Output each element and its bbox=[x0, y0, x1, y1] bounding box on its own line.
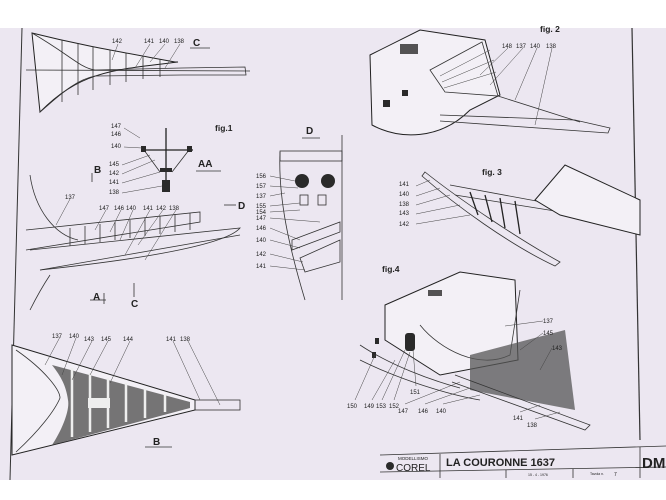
plan-code: DM bbox=[642, 455, 665, 472]
fig3-label-140: 140 bbox=[399, 192, 410, 198]
view-b-title: B bbox=[153, 437, 160, 448]
marker-d: D bbox=[238, 201, 245, 212]
fig4-label-138: 138 bbox=[527, 423, 538, 429]
fig3-drawing bbox=[415, 164, 641, 267]
view-c-label-142: 142 bbox=[112, 39, 123, 45]
sheet-number: 7 bbox=[614, 472, 617, 478]
side-view-drawing bbox=[25, 173, 241, 311]
view-d-title: D bbox=[306, 126, 313, 137]
fig4-label-153: 153 bbox=[376, 404, 387, 410]
aa-label-142: 142 bbox=[109, 171, 120, 177]
d-label-157: 157 bbox=[256, 184, 267, 190]
b-label-138: 138 bbox=[180, 337, 191, 343]
fig4-label-147: 147 bbox=[398, 409, 409, 415]
fig4-label-151: 151 bbox=[410, 390, 421, 396]
aa-label-141: 141 bbox=[109, 180, 120, 186]
fig4-label-145: 145 bbox=[543, 331, 554, 337]
b-label-145: 145 bbox=[101, 337, 112, 343]
fig2-label-138: 138 bbox=[546, 44, 557, 50]
b-label-144: 144 bbox=[123, 337, 134, 343]
fig4-label-141: 141 bbox=[513, 416, 524, 422]
fig2-label-137: 137 bbox=[516, 44, 527, 50]
fig4-label-152: 152 bbox=[389, 404, 400, 410]
fig3-label-141: 141 bbox=[399, 182, 410, 188]
side-label-140: 140 bbox=[126, 206, 137, 212]
d-label-142: 142 bbox=[256, 252, 267, 258]
side-label-146: 146 bbox=[114, 206, 125, 212]
fig1-title: fig.1 bbox=[215, 123, 233, 133]
aa-label-138: 138 bbox=[109, 190, 120, 196]
aa-label-140: 140 bbox=[111, 144, 122, 150]
aa-label-147: 147 bbox=[111, 124, 122, 130]
d-label-156: 156 bbox=[256, 174, 267, 180]
fig3-label-143: 143 bbox=[399, 211, 410, 217]
d-label-147: 147 bbox=[256, 216, 267, 222]
side-label-142: 142 bbox=[156, 206, 167, 212]
d-label-146: 146 bbox=[256, 226, 267, 232]
aa-label-146: 146 bbox=[111, 132, 122, 138]
d-label-137: 137 bbox=[256, 194, 267, 200]
side-label-138: 138 bbox=[169, 206, 180, 212]
marker-a: A bbox=[93, 292, 100, 303]
fig4-label-146: 146 bbox=[418, 409, 429, 415]
view-c-title: C bbox=[193, 38, 200, 49]
fig4-label-143: 143 bbox=[552, 346, 563, 352]
side-label-141: 141 bbox=[143, 206, 154, 212]
sheet-label: Tavola n. bbox=[590, 472, 604, 476]
fig2-label-140: 140 bbox=[530, 44, 541, 50]
plan-date: 15 - 4 - 1976 bbox=[528, 473, 548, 477]
fig4-title: fig.4 bbox=[382, 264, 400, 274]
d-label-140: 140 bbox=[256, 238, 267, 244]
side-label-147: 147 bbox=[99, 206, 110, 212]
fig4-label-149: 149 bbox=[364, 404, 375, 410]
view-b-drawing bbox=[11, 336, 241, 456]
brand-top: MODELLISMO bbox=[398, 456, 429, 461]
fig3-label-138: 138 bbox=[399, 202, 410, 208]
d-label-154: 154 bbox=[256, 210, 267, 216]
fig4-label-137: 137 bbox=[543, 319, 554, 325]
fig4-label-140: 140 bbox=[436, 409, 447, 415]
brand-logo: COREL bbox=[396, 463, 431, 474]
fig2-drawing bbox=[369, 29, 611, 136]
side-label-137: 137 bbox=[65, 195, 76, 201]
section-aa-title: AA bbox=[198, 159, 212, 170]
view-c-label-141: 141 bbox=[144, 39, 155, 45]
ship-name: LA COURONNE 1637 bbox=[446, 457, 555, 469]
view-d-drawing bbox=[269, 135, 343, 301]
b-label-140: 140 bbox=[69, 334, 80, 340]
b-label-143: 143 bbox=[84, 337, 95, 343]
aa-label-145: 145 bbox=[109, 162, 120, 168]
fig2-label-148: 148 bbox=[502, 44, 513, 50]
d-label-155: 155 bbox=[256, 204, 267, 210]
view-c-drawing bbox=[25, 32, 251, 114]
view-c-label-138: 138 bbox=[174, 39, 185, 45]
fig3-title: fig. 3 bbox=[482, 167, 502, 177]
fig3-label-142: 142 bbox=[399, 222, 410, 228]
fig2-title: fig. 2 bbox=[540, 24, 560, 34]
title-block bbox=[379, 445, 666, 478]
marker-c: C bbox=[131, 299, 138, 310]
marker-b: B bbox=[94, 165, 101, 176]
view-c-label-140: 140 bbox=[159, 39, 170, 45]
d-label-141: 141 bbox=[256, 264, 267, 270]
section-aa-drawing bbox=[121, 127, 193, 194]
b-label-137: 137 bbox=[52, 334, 63, 340]
b-label-141: 141 bbox=[166, 337, 177, 343]
fig4-label-150: 150 bbox=[347, 404, 358, 410]
fig4-drawing bbox=[354, 271, 591, 431]
